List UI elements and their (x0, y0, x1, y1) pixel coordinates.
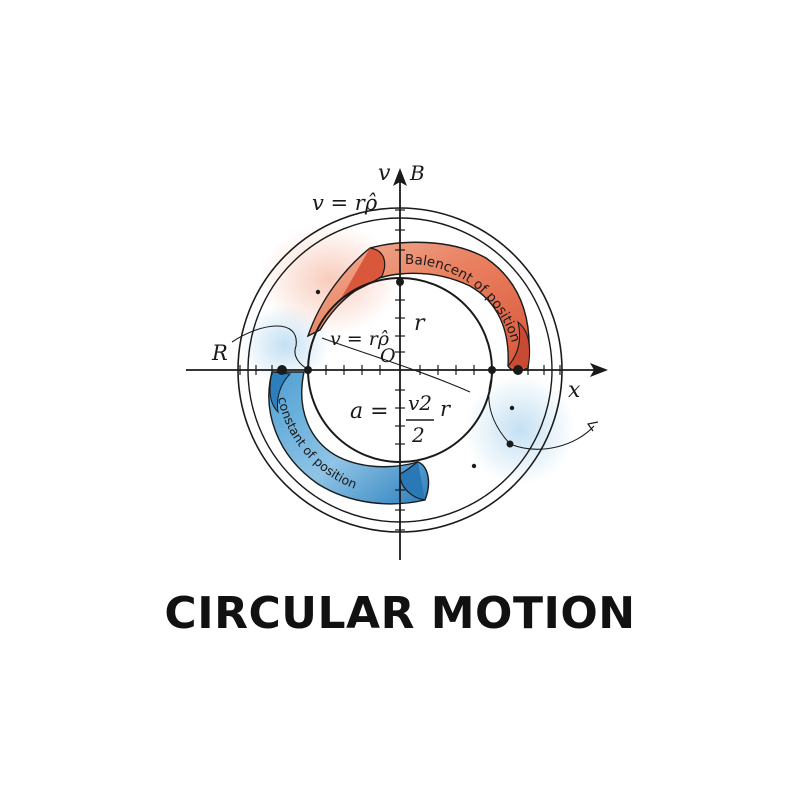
acceleration-denominator: 2 (411, 423, 425, 447)
point-top (396, 278, 404, 286)
point-scatter-2 (509, 405, 515, 411)
exit-arrow-curve (509, 425, 595, 450)
inner-velocity-equation: v = rρ̂ (330, 328, 390, 350)
page-title: CIRCULAR MOTION (164, 588, 636, 639)
point-exit (506, 440, 514, 448)
x-axis-arrow-icon (590, 363, 608, 377)
point-right-inner (488, 366, 496, 374)
red-band-fold (339, 247, 386, 301)
point-scatter-3 (471, 463, 477, 469)
y-axis-arrow-icon (393, 168, 407, 186)
origin-label: O (380, 345, 396, 367)
acceleration-suffix: r (440, 397, 452, 421)
blue-band (268, 371, 430, 505)
right-connector-curve (488, 369, 511, 445)
point-right-outer (513, 365, 523, 375)
red-band-tail (507, 320, 531, 369)
r-pointer-curve (231, 325, 311, 371)
exit-arrow-icon (586, 421, 599, 432)
acceleration-lhs: a = (350, 399, 396, 424)
points (277, 278, 523, 469)
point-left-inner (304, 366, 312, 374)
acceleration-equation: a = v2 2 r (350, 391, 452, 447)
top-velocity-equation: v = rρ̂ (312, 191, 378, 215)
radius-label: r (414, 311, 426, 336)
acceleration-numerator: v2 (408, 391, 432, 415)
y-axis-ticks (395, 209, 405, 531)
point-left-outer (277, 365, 287, 375)
blue-glow-right (465, 375, 575, 485)
x-axis-label: x (568, 378, 581, 403)
y-axis-label-b: B (409, 161, 425, 185)
blue-band-tail (269, 371, 292, 414)
point-scatter-1 (315, 289, 321, 295)
outer-radius-label: R (211, 341, 228, 365)
radius-curve (321, 337, 471, 393)
y-axis-label: v (378, 161, 391, 186)
x-axis-ticks (239, 365, 561, 375)
